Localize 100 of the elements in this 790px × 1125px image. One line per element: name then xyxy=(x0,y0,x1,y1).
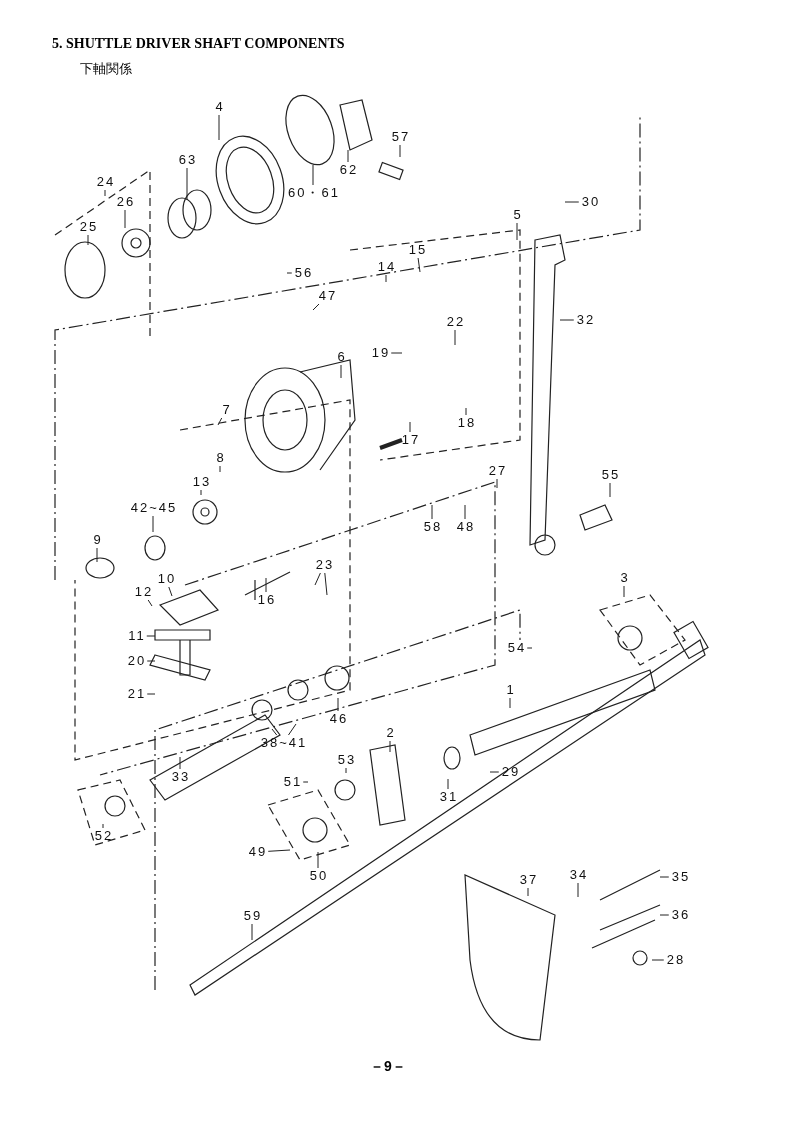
callout-number: 53 xyxy=(335,753,357,767)
leader-line xyxy=(496,478,498,489)
leader-line xyxy=(146,635,156,637)
leader-line xyxy=(526,647,533,649)
leader-line xyxy=(168,586,173,597)
leader-line xyxy=(87,234,89,246)
callout-number: 57 xyxy=(389,130,411,144)
leader-line xyxy=(302,781,309,783)
callout-number: 33 xyxy=(169,770,191,784)
leader-line xyxy=(516,222,518,241)
callout-number: 59 xyxy=(241,909,263,923)
callout-number: 63 xyxy=(176,153,198,167)
callout-number: 58 xyxy=(421,520,443,534)
leader-line xyxy=(489,771,500,773)
leader-line xyxy=(347,149,349,163)
callout-number: 11 xyxy=(126,629,146,643)
callout-number: 42~45 xyxy=(128,501,178,515)
leader-line xyxy=(324,572,328,596)
leader-line xyxy=(447,778,449,790)
callout-number: 15 xyxy=(406,243,428,257)
callout-number: 25 xyxy=(77,220,99,234)
callout-number: 50 xyxy=(307,869,329,883)
leader-line xyxy=(389,740,391,753)
leader-line xyxy=(102,823,104,829)
callout-number: 60・61 xyxy=(286,186,340,200)
page-title: 5. SHUTTLE DRIVER SHAFT COMPONENTS xyxy=(52,36,345,52)
callout-number: 21 xyxy=(125,687,147,701)
leader-line xyxy=(399,144,401,158)
callout-number: 18 xyxy=(455,416,477,430)
callout-number: 51 xyxy=(281,775,303,789)
callout-number: 8 xyxy=(214,451,226,465)
callout-number: 56 xyxy=(292,266,314,280)
callout-number: 28 xyxy=(664,953,686,967)
leader-line xyxy=(314,572,321,586)
leader-line xyxy=(267,849,291,852)
callout-number: 62 xyxy=(337,163,359,177)
callout-number: 24 xyxy=(94,175,116,189)
page-number: －9－ xyxy=(370,1058,406,1076)
callout-number: 38~41 xyxy=(258,736,308,750)
callout-number: 5 xyxy=(511,208,523,222)
leader-line xyxy=(431,504,433,520)
leader-line xyxy=(200,489,202,496)
leader-line xyxy=(659,876,670,878)
leader-line xyxy=(564,201,580,203)
callout-number: 46 xyxy=(327,712,349,726)
callout-number: 20 xyxy=(125,654,147,668)
leader-line xyxy=(527,887,529,897)
callout-number: 31 xyxy=(437,790,459,804)
callout-number: 14 xyxy=(375,260,397,274)
callout-number: 12 xyxy=(132,585,154,599)
callout-number: 7 xyxy=(220,403,232,417)
leader-line xyxy=(417,257,421,273)
callout-number: 26 xyxy=(114,195,136,209)
leader-line xyxy=(271,728,278,736)
leader-line xyxy=(623,585,625,598)
leader-line xyxy=(219,465,221,473)
callout-number: 9 xyxy=(91,533,103,547)
callout-number: 17 xyxy=(399,433,421,447)
leader-line xyxy=(147,599,153,607)
callout-number: 6 xyxy=(335,350,347,364)
leader-line xyxy=(146,693,156,695)
callout-number: 2 xyxy=(384,726,396,740)
callout-number: 37 xyxy=(517,873,539,887)
leader-line xyxy=(465,407,467,416)
leader-line xyxy=(454,329,456,346)
leader-line xyxy=(659,914,670,916)
leader-line xyxy=(152,515,154,533)
callout-number: 32 xyxy=(574,313,596,327)
callout-number: 22 xyxy=(444,315,466,329)
leader-line xyxy=(146,660,156,662)
leader-line xyxy=(186,167,188,201)
leader-line xyxy=(265,577,267,593)
subtitle: 下軸関係 xyxy=(80,60,132,78)
callout-number: 27 xyxy=(486,464,508,478)
leader-line xyxy=(337,697,339,712)
leader-line xyxy=(340,364,342,379)
leader-line xyxy=(286,272,293,274)
leader-line xyxy=(287,723,297,736)
callout-number: 29 xyxy=(499,765,521,779)
callout-number: 16 xyxy=(255,593,277,607)
leader-line xyxy=(124,209,126,229)
leader-line xyxy=(217,417,223,426)
leader-line xyxy=(409,421,411,433)
leader-line xyxy=(464,504,466,520)
leader-line xyxy=(559,319,575,321)
leader-line xyxy=(385,274,387,283)
callout-number: 55 xyxy=(599,468,621,482)
callout-number: 49 xyxy=(246,845,268,859)
leader-line xyxy=(577,882,579,898)
leader-line xyxy=(251,923,253,941)
callout-number: 47 xyxy=(316,289,338,303)
leader-line xyxy=(345,767,347,774)
callout-number: 3 xyxy=(618,571,630,585)
leader-line xyxy=(218,114,220,141)
leader-line xyxy=(317,851,319,869)
callout-number: 54 xyxy=(505,641,527,655)
callout-number: 19 xyxy=(369,346,391,360)
callout-number: 52 xyxy=(92,829,114,843)
leader-line xyxy=(651,959,665,961)
callout-number: 48 xyxy=(454,520,476,534)
